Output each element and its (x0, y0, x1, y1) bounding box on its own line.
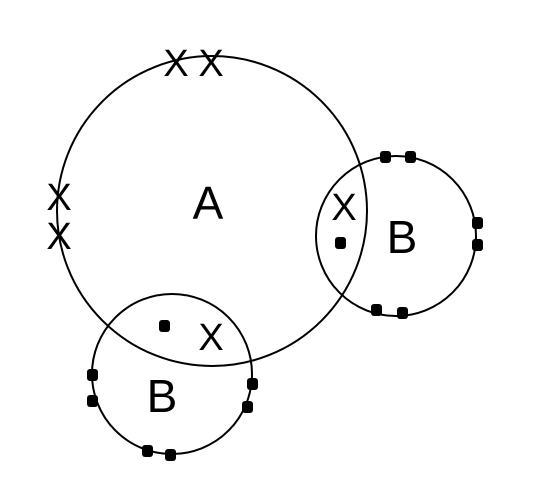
atom-a-electron-cross: X (46, 177, 71, 219)
atom-b-right-electron-dot (397, 307, 408, 319)
atom-a: A X X X X X X (46, 43, 368, 367)
atom-a-electron-cross: X (163, 43, 188, 85)
atom-b-bottom-electron-dot (165, 449, 176, 461)
atom-b-bottom-electron-dot (87, 369, 98, 381)
atom-b-right: B (315, 151, 483, 319)
atom-a-electron-cross: X (46, 216, 71, 258)
atom-a-electron-cross: X (198, 43, 223, 85)
atom-b-bottom-electron-dot (247, 378, 258, 390)
atom-b-bottom-electron-dot (159, 320, 170, 332)
atom-b-bottom: B (87, 293, 258, 461)
atom-b-right-symbol: B (387, 211, 418, 263)
atom-b-bottom-symbol: B (147, 370, 178, 422)
atom-a-shell (56, 55, 368, 367)
atom-a-electron-cross: X (331, 187, 356, 229)
atom-a-symbol: A (193, 177, 224, 229)
atom-b-bottom-electron-dot (87, 395, 98, 407)
atom-b-right-electron-dot (472, 239, 483, 251)
atom-b-right-electron-dot (371, 304, 382, 316)
atom-b-right-electron-dot (380, 151, 391, 163)
atom-b-right-electron-dot (335, 237, 346, 249)
atom-b-right-electron-dot (405, 151, 416, 163)
atom-b-right-shell (315, 155, 477, 317)
atom-a-electron-cross: X (198, 317, 223, 359)
atom-b-bottom-electron-dot (142, 445, 153, 457)
atom-b-right-electron-dot (472, 217, 483, 229)
atom-b-bottom-electron-dot (242, 401, 253, 413)
